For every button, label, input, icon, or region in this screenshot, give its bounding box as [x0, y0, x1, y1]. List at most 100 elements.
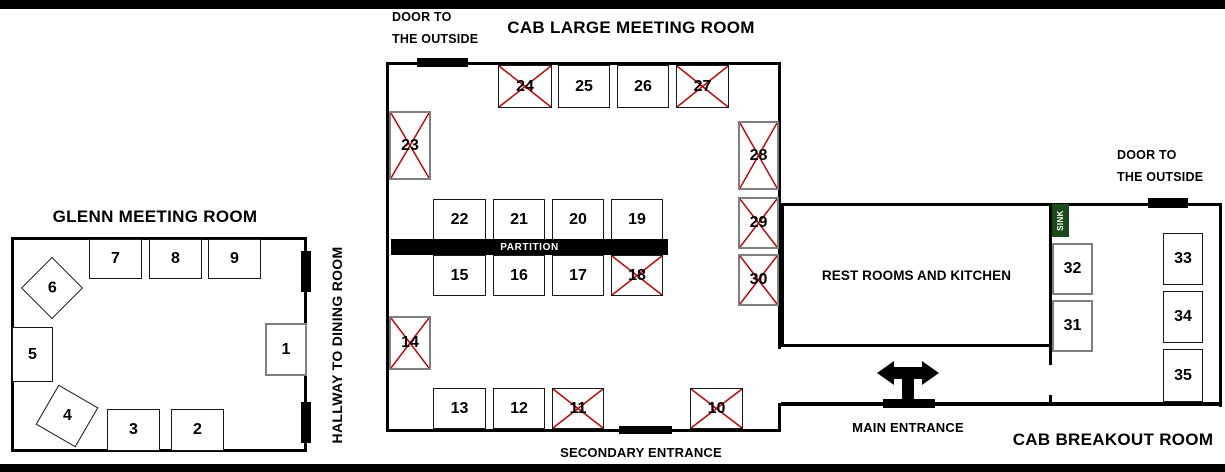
- table-number: 16: [510, 266, 528, 284]
- table-21: 21: [493, 199, 545, 240]
- table-7: 7: [89, 239, 142, 279]
- sink-marker: SINK: [1052, 204, 1069, 237]
- table-35: 35: [1163, 349, 1203, 402]
- table-number: 9: [230, 250, 239, 267]
- cab-top-door: [417, 58, 468, 67]
- main-entrance-label: MAIN ENTRANCE: [852, 420, 964, 435]
- table-19: 19: [611, 199, 663, 240]
- table-number: 20: [569, 210, 587, 228]
- table-number: 28: [749, 146, 768, 164]
- table-number: 21: [510, 210, 528, 228]
- table-number: 11: [569, 399, 587, 417]
- crossed-out-x-mark: [677, 66, 728, 107]
- glenn-room-title: GLENN MEETING ROOM: [52, 207, 258, 226]
- glenn-door-lower: [301, 402, 311, 443]
- top-border-bar: [0, 0, 1225, 9]
- table-number: 5: [28, 345, 37, 363]
- hallway-to-dining-room-label: HALLWAY TO DINING ROOM: [329, 246, 345, 444]
- crossed-out-x-mark: [612, 256, 662, 295]
- table-13: 13: [433, 388, 486, 429]
- crossed-out-x-mark: [691, 389, 742, 428]
- table-number: 35: [1174, 366, 1192, 384]
- door-to-outside-left-line2: THE OUTSIDE: [392, 32, 479, 46]
- table-15: 15: [433, 255, 486, 296]
- partition-bar: PARTITION: [391, 239, 668, 255]
- door-to-outside-left-label: DOOR TO THE OUTSIDE: [392, 6, 478, 50]
- cab-breakout-room-title: CAB BREAKOUT ROOM: [1012, 430, 1214, 449]
- table-9: 9: [208, 239, 261, 279]
- table-number: 15: [450, 266, 469, 284]
- main-entrance-door: [883, 399, 935, 408]
- table-number: 32: [1063, 260, 1082, 277]
- restrooms-kitchen-label: REST ROOMS AND KITCHEN: [821, 267, 1012, 283]
- restrooms-walls: [781, 203, 1052, 347]
- table-3: 3: [107, 409, 160, 451]
- door-to-outside-right-line2: THE OUTSIDE: [1117, 170, 1204, 184]
- breakout-top-door: [1148, 198, 1188, 208]
- crossed-out-x-mark: [740, 123, 777, 188]
- table-30: 30: [738, 254, 779, 306]
- table-number: 4: [62, 407, 72, 424]
- table-number: 8: [171, 250, 180, 267]
- table-number: 31: [1063, 317, 1082, 334]
- crossed-out-x-mark: [553, 389, 603, 428]
- table-14: 14: [389, 316, 431, 370]
- table-32: 32: [1052, 243, 1093, 295]
- table-number: 17: [569, 266, 587, 284]
- glenn-door-upper: [301, 251, 311, 292]
- kitchen-wall-stub: [1049, 395, 1052, 406]
- table-number: 34: [1174, 308, 1192, 325]
- cab-right-wall-opening: [776, 349, 784, 403]
- table-25: 25: [558, 65, 610, 108]
- door-to-outside-left-line1: DOOR TO: [392, 10, 452, 24]
- table-number: 7: [111, 250, 120, 267]
- table-12: 12: [493, 388, 545, 429]
- table-16: 16: [493, 255, 545, 296]
- table-number: 30: [749, 271, 768, 288]
- table-10: 10: [690, 388, 743, 429]
- secondary-entrance-label: SECONDARY ENTRANCE: [560, 445, 722, 460]
- table-number: 26: [634, 77, 652, 95]
- table-number: 6: [47, 279, 57, 296]
- table-11: 11: [552, 388, 604, 429]
- table-29: 29: [738, 197, 779, 249]
- table-1: 1: [265, 323, 307, 376]
- table-number: 27: [693, 77, 712, 95]
- secondary-entrance-door: [619, 426, 672, 434]
- table-number: 18: [628, 266, 646, 284]
- table-2: 2: [171, 409, 224, 451]
- right-section-top-wall: [779, 203, 1222, 206]
- table-31: 31: [1052, 300, 1093, 352]
- breakout-right-wall: [1219, 203, 1222, 407]
- entrance-direction-arrow: [877, 361, 939, 399]
- table-number: 12: [510, 399, 528, 417]
- table-number: 22: [450, 210, 469, 228]
- table-number: 13: [450, 399, 469, 417]
- table-number: 24: [516, 77, 534, 95]
- crossed-out-x-mark: [740, 256, 777, 304]
- crossed-out-x-mark: [391, 113, 429, 178]
- table-number: 29: [749, 214, 768, 231]
- cab-large-room-title: CAB LARGE MEETING ROOM: [507, 18, 755, 37]
- door-to-outside-right-label: DOOR TO THE OUTSIDE: [1117, 144, 1203, 188]
- table-28: 28: [738, 121, 779, 190]
- partition-label: PARTITION: [500, 241, 559, 253]
- crossed-out-x-mark: [499, 66, 551, 107]
- table-number: 1: [281, 340, 291, 358]
- bottom-border-bar: [0, 464, 1225, 472]
- table-33: 33: [1163, 233, 1203, 285]
- table-27: 27: [676, 65, 729, 108]
- table-24: 24: [498, 65, 552, 108]
- table-number: 19: [628, 210, 646, 228]
- table-number: 2: [193, 421, 202, 438]
- table-20: 20: [552, 199, 604, 240]
- kitchen-wall-lower: [1049, 345, 1052, 365]
- table-8: 8: [149, 239, 202, 279]
- crossed-out-x-mark: [391, 318, 429, 368]
- crossed-out-x-mark: [740, 199, 777, 247]
- table-23: 23: [389, 111, 431, 180]
- corridor-bottom-wall: [781, 402, 1222, 406]
- table-18: 18: [611, 255, 663, 296]
- table-26: 26: [617, 65, 669, 108]
- table-number: 33: [1174, 250, 1192, 267]
